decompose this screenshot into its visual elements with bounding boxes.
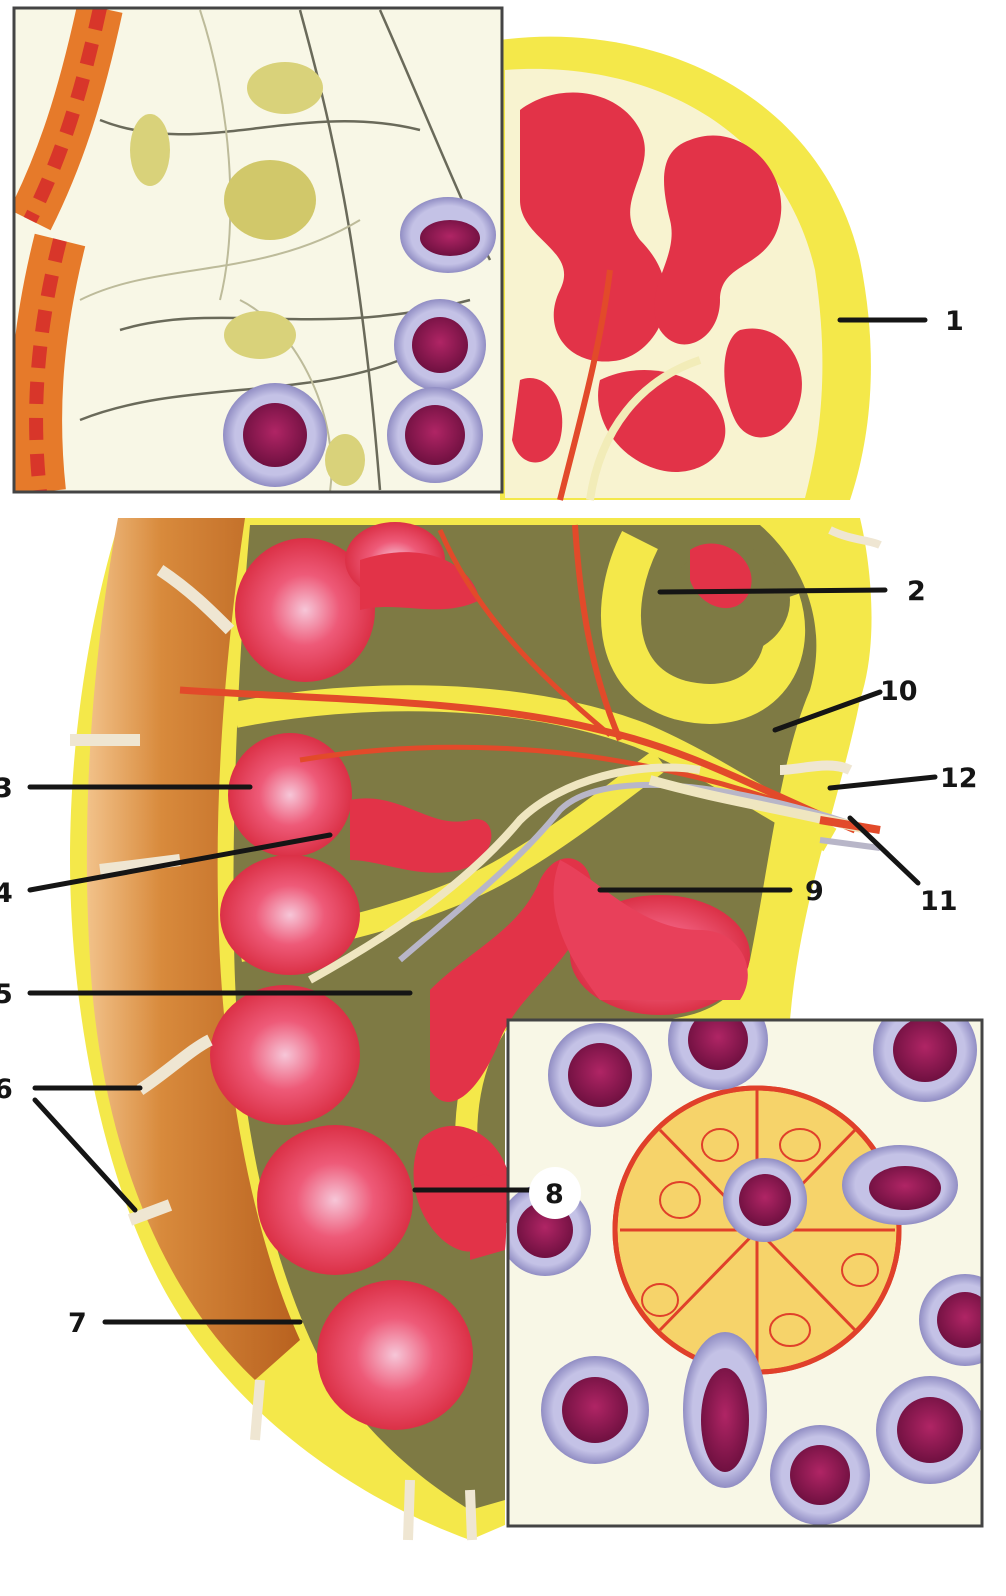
label-4: 4 — [0, 878, 13, 909]
label-2: 2 — [907, 576, 926, 607]
label-9: 9 — [805, 876, 824, 907]
label-3: 3 — [0, 773, 13, 804]
label-1: 1 — [945, 306, 964, 337]
label-12: 12 — [940, 763, 978, 794]
label-10: 10 — [880, 676, 918, 707]
label-11: 11 — [920, 886, 958, 917]
label-8: 8 — [545, 1179, 564, 1210]
bottom-inset — [499, 990, 1006, 1526]
capsule-top-region — [500, 37, 871, 500]
label-7: 7 — [68, 1308, 87, 1339]
label-6: 6 — [0, 1074, 13, 1105]
label-5: 5 — [0, 979, 13, 1010]
top-inset — [14, 8, 502, 492]
